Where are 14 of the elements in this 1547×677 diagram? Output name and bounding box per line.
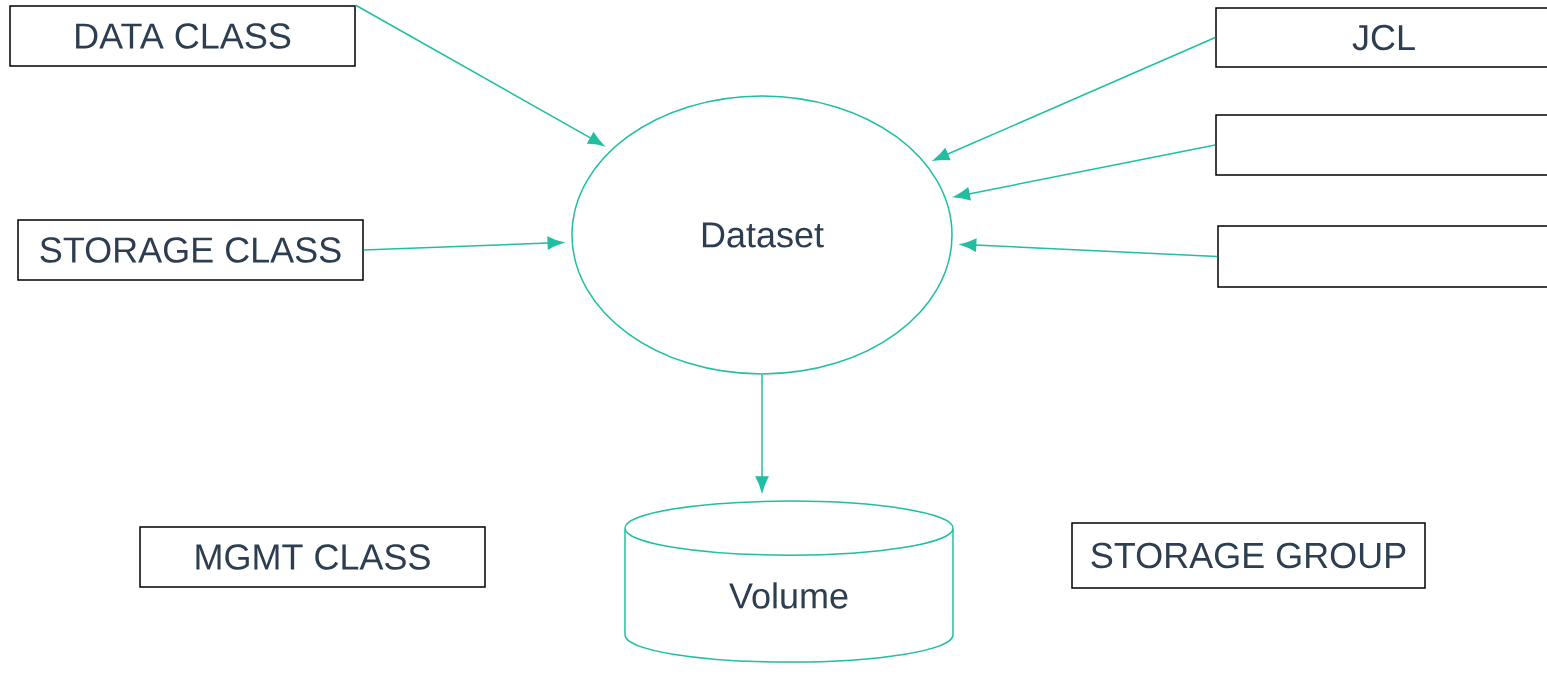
label-box: JCL [1215,7,1547,68]
label-box: DATA CLASS [9,5,356,67]
label-box: STORAGE GROUP [1071,522,1426,589]
label-box [1215,114,1547,176]
arrow [355,4,604,146]
label-box: STORAGE CLASS [17,219,364,281]
arrow [933,36,1216,161]
label-box [1217,225,1547,288]
label-box: MGMT CLASS [139,526,486,588]
cylinder: Volume [624,500,954,663]
arrow [954,144,1216,201]
arrow [755,374,769,493]
arrow [363,236,564,251]
arrow [960,238,1218,258]
